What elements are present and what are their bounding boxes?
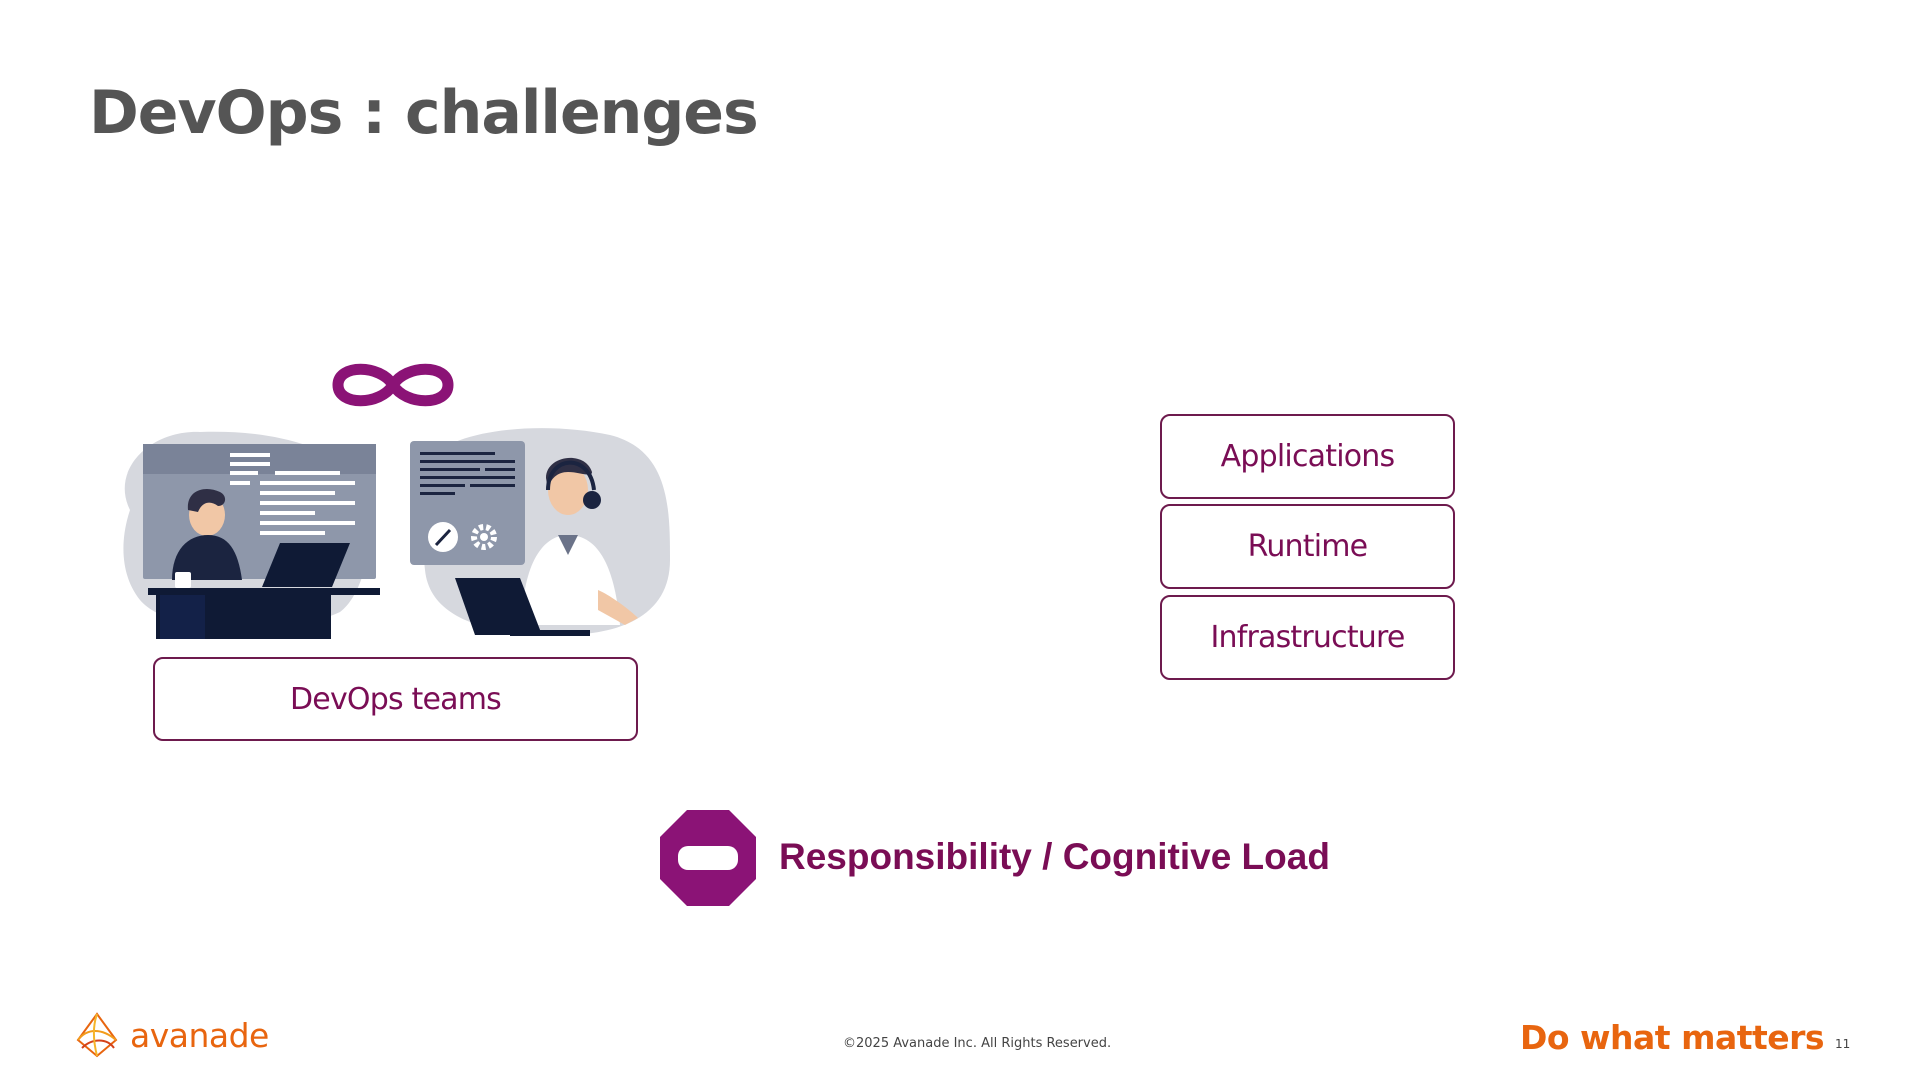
devops-teams-box: DevOps teams xyxy=(153,657,638,741)
page-number: 11 xyxy=(1835,1037,1851,1051)
avanade-logo: avanade xyxy=(72,1010,269,1060)
stop-icon xyxy=(660,810,756,906)
stack-layer-infrastructure: Infrastructure xyxy=(1160,595,1455,680)
stack-layer-label: Runtime xyxy=(1247,529,1369,564)
devops-teams-label: DevOps teams xyxy=(290,681,502,717)
stack-layer-label: Infrastructure xyxy=(1210,620,1405,655)
devops-team-illustration xyxy=(123,363,670,639)
slide-title: DevOps : challenges xyxy=(89,78,759,148)
avanade-logo-icon xyxy=(76,1012,118,1058)
infinity-icon xyxy=(332,363,454,407)
logo-text: avanade xyxy=(130,1015,269,1055)
tagline: Do what matters xyxy=(1520,1018,1825,1057)
responsibility-label: Responsibility / Cognitive Load xyxy=(779,836,1330,877)
copyright-text: ©2025 Avanade Inc. All Rights Reserved. xyxy=(843,1036,1112,1051)
stack-layer-applications: Applications xyxy=(1160,414,1455,499)
stack-layer-label: Applications xyxy=(1220,439,1395,474)
stack-layer-runtime: Runtime xyxy=(1160,504,1455,589)
